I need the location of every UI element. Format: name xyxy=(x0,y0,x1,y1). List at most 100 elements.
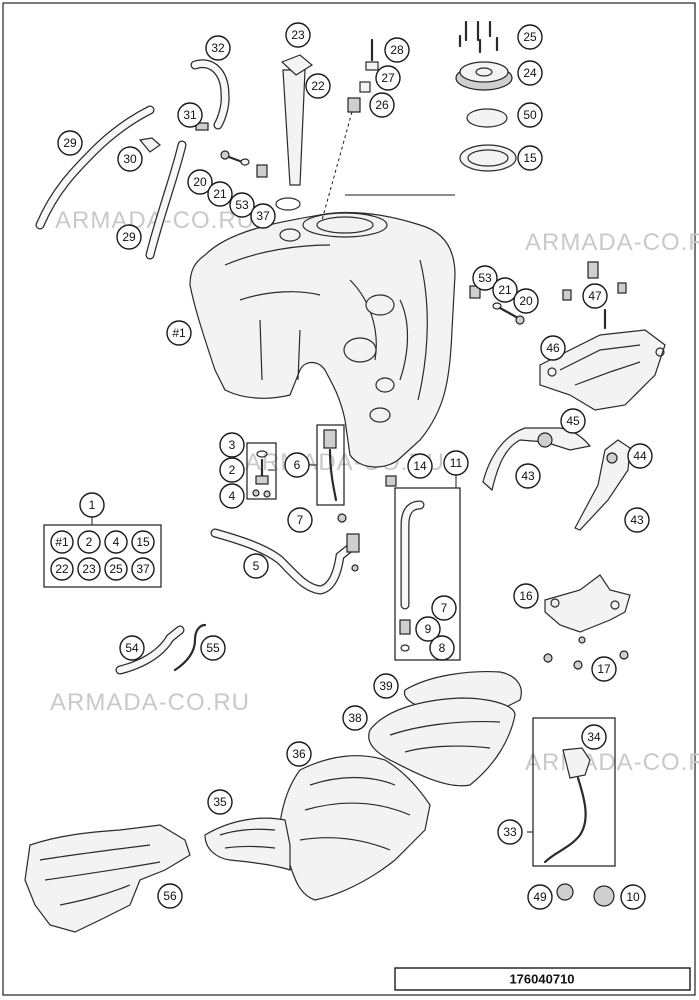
svg-text:11: 11 xyxy=(450,456,463,470)
callout-20[interactable]: 20 xyxy=(187,169,213,195)
bolt-set[interactable] xyxy=(562,261,627,330)
vent-hose[interactable] xyxy=(190,59,230,130)
screw[interactable] xyxy=(573,660,583,670)
callout-24[interactable]: 24 xyxy=(517,60,543,86)
callout-10[interactable]: 10 xyxy=(620,884,646,910)
watermark: ARMADA-CO.RU xyxy=(525,749,699,776)
seat-base[interactable] xyxy=(204,817,291,871)
callout-56[interactable]: 56 xyxy=(157,883,183,909)
svg-text:39: 39 xyxy=(379,679,393,693)
callout-25[interactable]: 25 xyxy=(517,24,543,50)
callout-5[interactable]: 5 xyxy=(243,553,269,579)
screw[interactable] xyxy=(543,653,553,663)
clamp[interactable] xyxy=(337,513,347,523)
callout-1-tank[interactable]: #1 xyxy=(166,320,192,346)
callout-32[interactable]: 32 xyxy=(205,35,231,61)
rear-seat[interactable] xyxy=(368,697,516,787)
clip[interactable] xyxy=(385,475,397,487)
callout-38[interactable]: 38 xyxy=(342,705,368,731)
callout-29[interactable]: 29 xyxy=(57,130,83,156)
svg-text:45: 45 xyxy=(566,414,580,428)
callout-29[interactable]: 29 xyxy=(116,224,142,250)
callout-21[interactable]: 21 xyxy=(207,181,233,207)
callout-30[interactable]: 30 xyxy=(117,146,143,172)
rack-bracket[interactable] xyxy=(539,329,666,411)
seat-pan-cover[interactable] xyxy=(24,824,191,933)
fuel-hose[interactable] xyxy=(400,500,425,610)
vent-valve[interactable] xyxy=(321,38,379,221)
screw[interactable] xyxy=(578,636,586,644)
side-handle[interactable] xyxy=(482,427,592,492)
o-ring[interactable] xyxy=(400,644,410,652)
fuel-line[interactable] xyxy=(210,528,360,595)
lock-cylinder[interactable] xyxy=(556,883,615,907)
callout-4[interactable]: 4 xyxy=(219,483,245,509)
screw-set[interactable] xyxy=(458,20,499,54)
fuel-tank[interactable] xyxy=(189,194,456,468)
front-seat[interactable] xyxy=(279,755,431,901)
callout-15[interactable]: 15 xyxy=(517,145,543,171)
callout-46[interactable]: 46 xyxy=(540,335,566,361)
kit-item: 4 xyxy=(104,530,128,554)
callout-55[interactable]: 55 xyxy=(200,635,226,661)
kit-item: 22 xyxy=(50,557,74,581)
tank-cap[interactable] xyxy=(455,61,513,91)
callout-53[interactable]: 53 xyxy=(229,192,255,218)
callout-50[interactable]: 50 xyxy=(517,102,543,128)
callout-22[interactable]: 22 xyxy=(305,73,331,99)
callout-7[interactable]: 7 xyxy=(287,507,313,533)
callout-44[interactable]: 44 xyxy=(627,443,653,469)
filler-flange[interactable] xyxy=(459,144,517,172)
callout-16[interactable]: 16 xyxy=(513,583,539,609)
callout-11[interactable]: 11 xyxy=(443,450,469,476)
callout-20[interactable]: 20 xyxy=(513,288,539,314)
callout-45[interactable]: 45 xyxy=(560,408,586,434)
vent-hose[interactable] xyxy=(145,140,187,260)
callout-9[interactable]: 9 xyxy=(415,616,441,642)
callout-47[interactable]: 47 xyxy=(582,283,608,309)
mounting-screw[interactable] xyxy=(469,285,525,325)
svg-text:24: 24 xyxy=(523,66,537,80)
vent-hose[interactable] xyxy=(35,105,155,230)
mount-bracket[interactable] xyxy=(544,574,631,633)
callout-3[interactable]: 3 xyxy=(219,432,245,458)
hose-clip[interactable] xyxy=(138,137,161,153)
callout-17[interactable]: 17 xyxy=(591,656,617,682)
callout-26[interactable]: 26 xyxy=(369,92,395,118)
callout-33[interactable]: 33 xyxy=(497,819,523,845)
sensor-assembly[interactable] xyxy=(246,442,277,500)
callout-27[interactable]: 27 xyxy=(375,65,401,91)
callout-54[interactable]: 54 xyxy=(119,635,145,661)
callout-14[interactable]: 14 xyxy=(407,453,433,479)
side-bracket[interactable] xyxy=(574,439,631,531)
callout-7[interactable]: 7 xyxy=(431,595,457,621)
callout-37[interactable]: 37 xyxy=(250,203,276,229)
callout-43[interactable]: 43 xyxy=(624,507,650,533)
screw[interactable] xyxy=(619,650,629,660)
filler-neck-tube[interactable] xyxy=(280,54,314,186)
cap-gasket[interactable] xyxy=(466,108,508,128)
callout-36[interactable]: 36 xyxy=(286,741,312,767)
callout-1[interactable]: 1 xyxy=(79,492,105,518)
callout-23[interactable]: 23 xyxy=(285,22,311,48)
o-ring[interactable] xyxy=(275,197,301,211)
callout-21[interactable]: 21 xyxy=(492,277,518,303)
callout-34[interactable]: 34 xyxy=(581,724,607,750)
callout-2[interactable]: 2 xyxy=(219,457,245,483)
callout-8[interactable]: 8 xyxy=(429,635,455,661)
callout-53[interactable]: 53 xyxy=(472,265,498,291)
mounting-screw[interactable] xyxy=(220,150,268,178)
callout-35[interactable]: 35 xyxy=(207,789,233,815)
filter[interactable] xyxy=(399,619,411,635)
hose-nipple[interactable] xyxy=(195,122,209,131)
cable[interactable] xyxy=(173,623,207,672)
callout-39[interactable]: 39 xyxy=(373,673,399,699)
drain-hose[interactable] xyxy=(115,625,185,675)
seat-lock[interactable] xyxy=(543,747,591,864)
callout-49[interactable]: 49 xyxy=(527,884,553,910)
callout-43[interactable]: 43 xyxy=(515,463,541,489)
callout-6[interactable]: 6 xyxy=(284,452,310,478)
callout-28[interactable]: 28 xyxy=(384,37,410,63)
callout-31[interactable]: 31 xyxy=(177,102,203,128)
